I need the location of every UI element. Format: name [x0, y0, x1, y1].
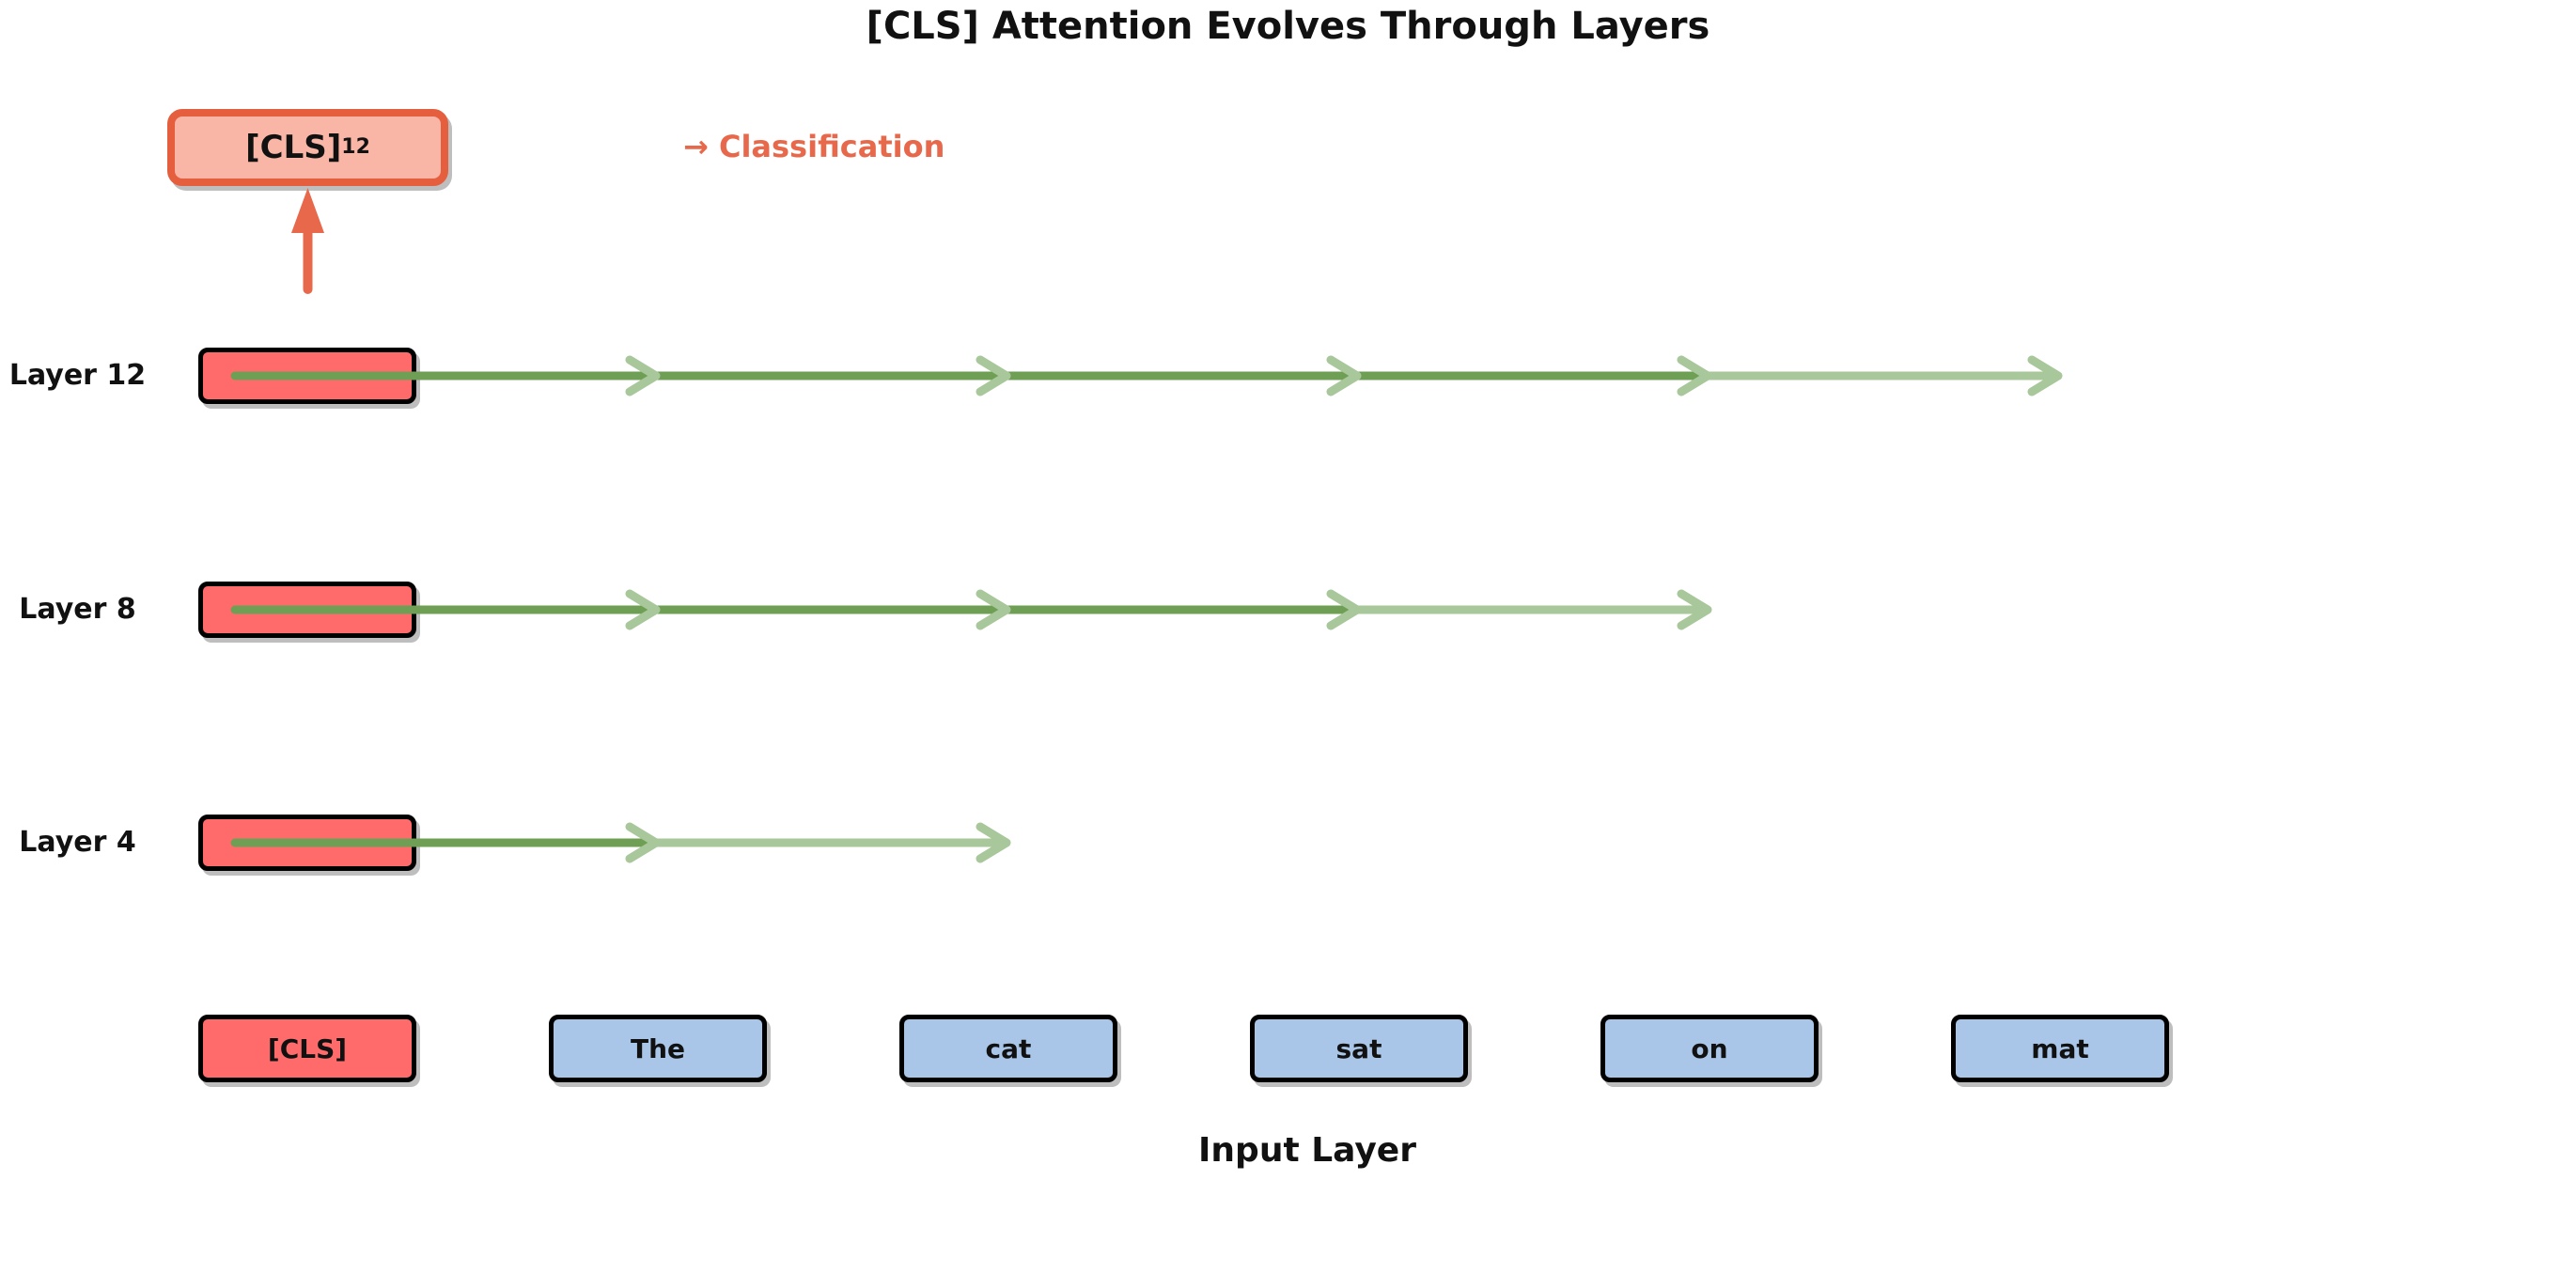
cls-state-box-layer-4: [198, 815, 416, 871]
arrowhead-icon: [976, 589, 1011, 630]
output-arrow: [291, 188, 324, 294]
input-token-sat: sat: [1250, 1015, 1468, 1082]
input-token-on: on: [1600, 1015, 1819, 1082]
cls-output-box: [CLS]12: [167, 109, 448, 186]
cls-state-box-layer-8: [198, 582, 416, 638]
arrowhead-icon: [291, 188, 324, 233]
cls-state-box-layer-12: [198, 348, 416, 404]
input-axis-label: Input Layer: [1198, 1131, 1416, 1170]
cls-output-token: [CLS]: [245, 129, 342, 166]
arrowhead-icon: [1677, 355, 1712, 396]
row-label-layer-12: Layer 12: [8, 359, 147, 392]
arrowhead-icon: [2027, 355, 2063, 396]
arrowhead-icon: [625, 822, 661, 863]
input-token-mat: mat: [1951, 1015, 2169, 1082]
arrowhead-icon: [1326, 355, 1362, 396]
arrowhead-icon: [625, 589, 661, 630]
figure-title: [CLS] Attention Evolves Through Layers: [866, 5, 1710, 48]
classification-label: → Classification: [683, 129, 945, 164]
input-token-cat: cat: [899, 1015, 1117, 1082]
arrowhead-icon: [1326, 589, 1362, 630]
attention-row-layer-12: [230, 355, 2063, 396]
arrowhead-icon: [976, 355, 1011, 396]
arrowhead-icon: [1677, 589, 1712, 630]
row-label-layer-8: Layer 8: [19, 593, 136, 626]
arrowhead-icon: [625, 355, 661, 396]
arrowhead-icon: [976, 822, 1011, 863]
attention-row-layer-8: [230, 589, 1712, 630]
input-token-the: The: [549, 1015, 767, 1082]
input-token-cls: [CLS]: [198, 1015, 416, 1082]
row-label-layer-4: Layer 4: [19, 826, 136, 859]
